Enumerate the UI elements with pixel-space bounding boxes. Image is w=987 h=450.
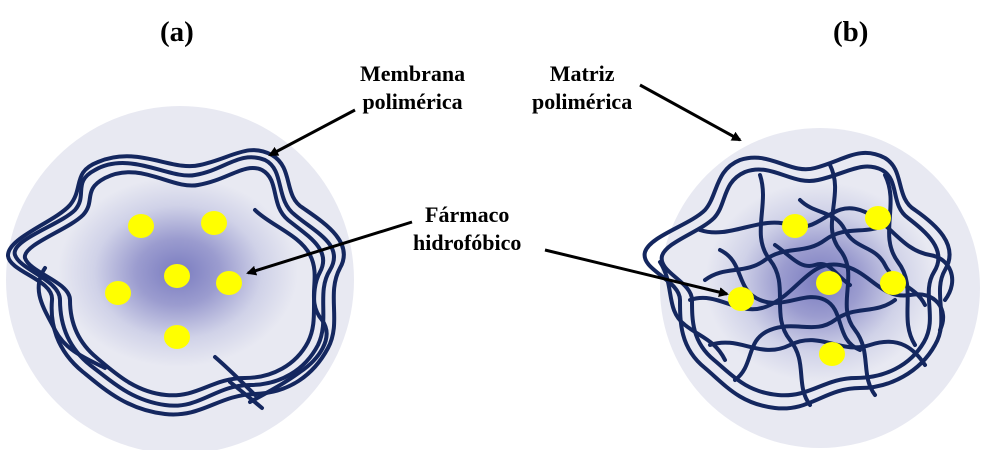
membrane-arrow: [270, 110, 355, 155]
membrane-callout-line1: Membrana: [360, 60, 465, 88]
membrane-callout: Membrana polimérica: [360, 60, 465, 116]
matrix-callout: Matriz polimérica: [532, 60, 632, 116]
drug-callout-line1: Fármaco: [413, 201, 521, 229]
matrix-callout-line2: polimérica: [532, 88, 632, 116]
drug-molecule: [164, 264, 190, 288]
drug-molecule: [105, 281, 131, 305]
nanocapsule-a: [6, 106, 354, 450]
membrane-callout-line2: polimérica: [360, 88, 465, 116]
drug-molecule: [880, 271, 906, 295]
panel-label-a: (a): [160, 14, 194, 51]
drug-molecule: [819, 342, 845, 366]
matrix-arrow: [640, 85, 740, 140]
drug-molecule: [216, 271, 242, 295]
drug-molecule: [728, 287, 754, 311]
nanosphere-b: [645, 128, 980, 448]
drug-molecule: [128, 214, 154, 238]
drug-callout: Fármaco hidrofóbico: [413, 201, 521, 257]
drug-callout-line2: hidrofóbico: [413, 229, 521, 257]
panel-label-b: (b): [833, 14, 868, 51]
drug-molecule: [164, 325, 190, 349]
drug-molecule: [865, 206, 891, 230]
drug-molecule: [782, 214, 808, 238]
matrix-callout-line1: Matriz: [532, 60, 632, 88]
drug-molecule: [816, 271, 842, 295]
drug-molecule: [201, 211, 227, 235]
